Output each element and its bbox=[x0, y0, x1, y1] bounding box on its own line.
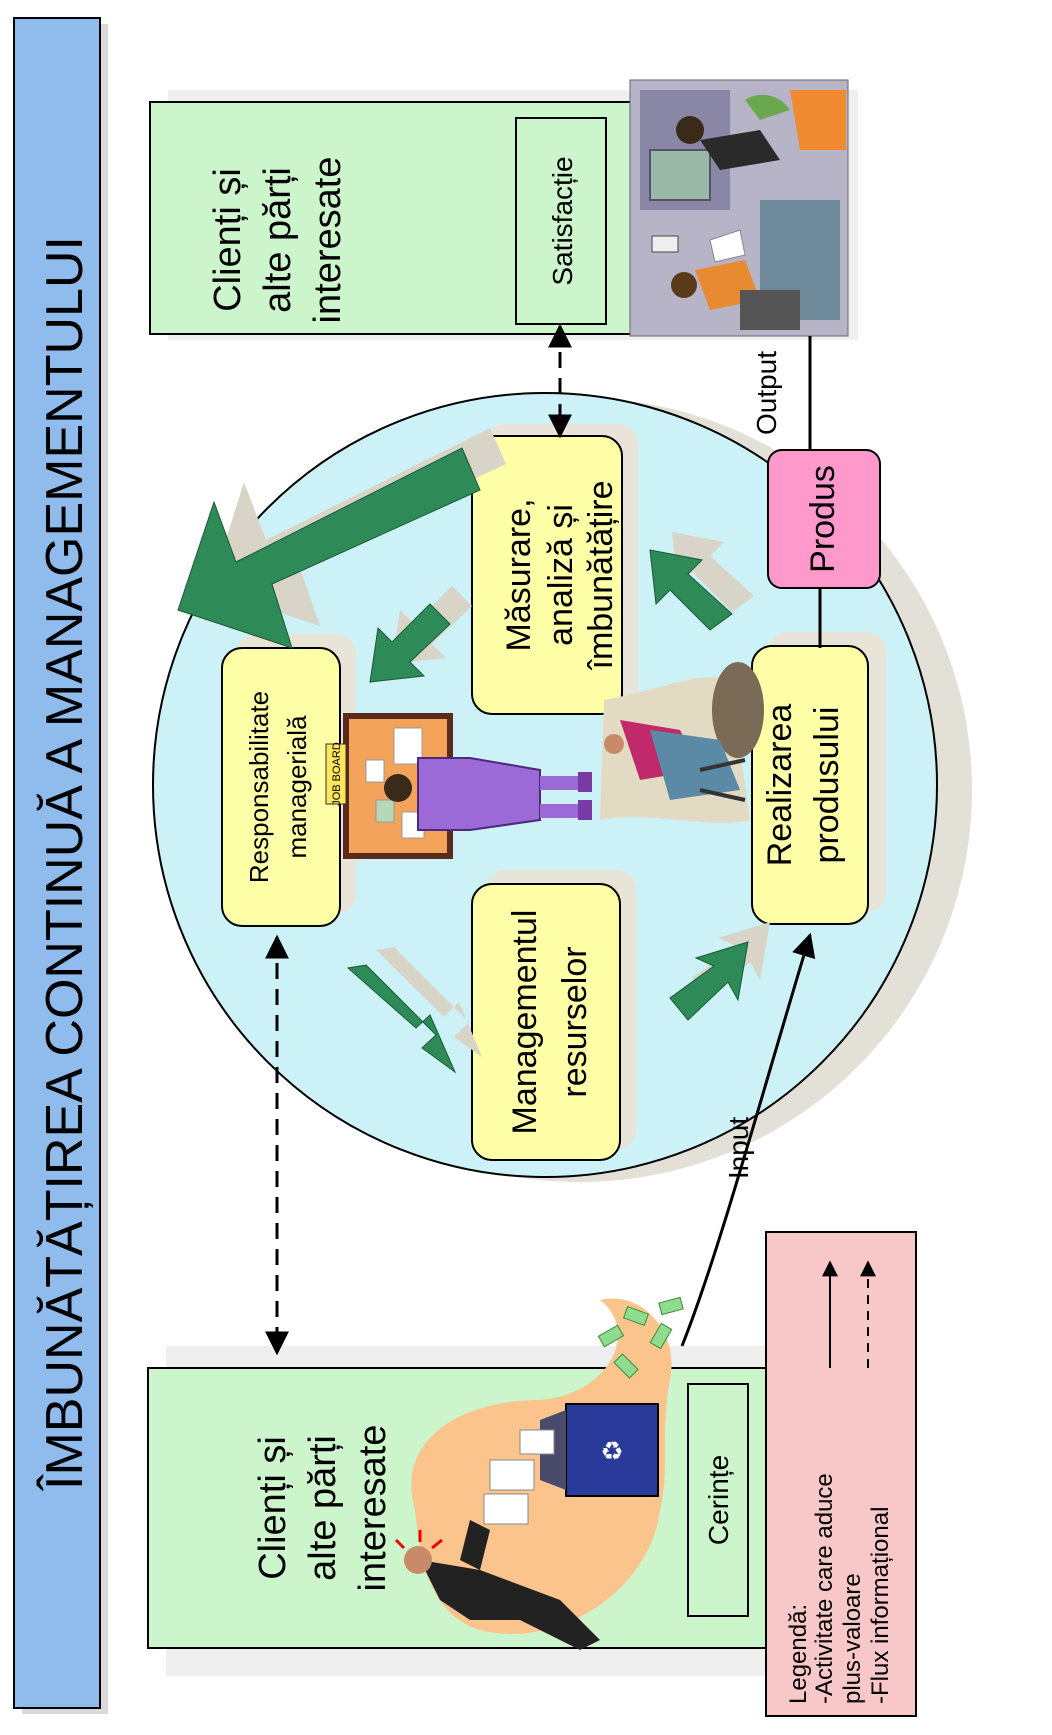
requirements-box bbox=[687, 1383, 749, 1617]
resources-line2: resurselor bbox=[556, 946, 594, 1097]
realization-line1: Realizarea bbox=[761, 704, 799, 867]
legend-item2: -Flux informațional bbox=[867, 1507, 894, 1704]
product-box: Produs bbox=[767, 449, 881, 589]
input-label: Input bbox=[723, 1117, 754, 1179]
legend-title: Legendă: bbox=[785, 1604, 812, 1704]
input-arrow bbox=[680, 932, 816, 1347]
requirements-label: Cerințe bbox=[703, 1455, 734, 1545]
legend-box: Legendă: -Activitate care aduce plus-val… bbox=[765, 1231, 917, 1717]
title-band: ÎMBUNĂTĂȚIREA CONTINUĂ A MANAGEMENTULUI bbox=[13, 17, 108, 1714]
stakeholders-panel-right: Clienți și alte părți interesate Satisfa… bbox=[149, 90, 858, 340]
stakeholders-left-line1: Clienți și bbox=[252, 1436, 294, 1580]
stakeholders-right-line2: alte părți bbox=[257, 167, 299, 313]
stakeholders-left-line3: interesate bbox=[352, 1425, 394, 1592]
people-walking-illustration bbox=[600, 662, 764, 823]
improvement-arrow bbox=[177, 428, 506, 649]
satisfaction-label: Satisfacție bbox=[547, 156, 578, 285]
realization-line2: produsului bbox=[808, 707, 846, 864]
page-title: ÎMBUNĂTĂȚIREA CONTINUĂ A MANAGEMENTULUI bbox=[36, 236, 94, 1492]
management-line1: Responsabilitate bbox=[244, 691, 274, 883]
job-board-label: JOB BOARD bbox=[331, 742, 343, 806]
title-box bbox=[13, 17, 101, 1709]
product-label: Produs bbox=[804, 465, 842, 573]
resources-line1: Managementul bbox=[506, 910, 544, 1135]
box-management-responsibility: Responsabilitate managerială bbox=[221, 634, 356, 927]
stakeholders-panel-left: Clienți și alte părți interesate Cerințe bbox=[147, 1346, 786, 1676]
measurement-line1: Măsurare, bbox=[500, 498, 538, 651]
management-line2: managerială bbox=[282, 715, 312, 859]
stakeholders-right-line3: interesate bbox=[307, 157, 349, 324]
job-board-illustration: JOB BOARD bbox=[325, 713, 592, 859]
legend-item1-line2: plus-valoare bbox=[839, 1573, 866, 1704]
cycle-arrows bbox=[346, 532, 770, 1074]
cycle-arrow-realization-to-measurement bbox=[649, 532, 754, 631]
job-board-sign bbox=[325, 743, 347, 805]
output-label: Output bbox=[751, 351, 782, 435]
satisfaction-box bbox=[515, 117, 607, 325]
stakeholders-right-line1: Clienți și bbox=[207, 168, 249, 312]
box-resource-management: Managementul resurselor bbox=[471, 870, 636, 1161]
box-measurement-analysis: Măsurare, analiză și îmbunătățire bbox=[471, 424, 638, 715]
box-product-realization: Realizarea produsului bbox=[751, 632, 886, 925]
office-scene-illustration bbox=[629, 79, 849, 337]
cycle-arrow-resources-to-realization bbox=[669, 922, 770, 1021]
recycle-icon: ♻ bbox=[600, 1436, 623, 1466]
businessman-computer-illustration: ♻ bbox=[394, 1296, 684, 1650]
cycle-arrow-measurement-to-mgmt bbox=[369, 586, 472, 683]
measurement-line2: analiză și bbox=[542, 504, 580, 646]
measurement-line3: îmbunătățire bbox=[582, 481, 620, 671]
stakeholders-left-line2: alte părți bbox=[302, 1435, 344, 1581]
legend-item1-line1: -Activitate care aduce bbox=[811, 1473, 838, 1704]
cycle-arrow-mgmt-to-resources bbox=[346, 947, 482, 1074]
